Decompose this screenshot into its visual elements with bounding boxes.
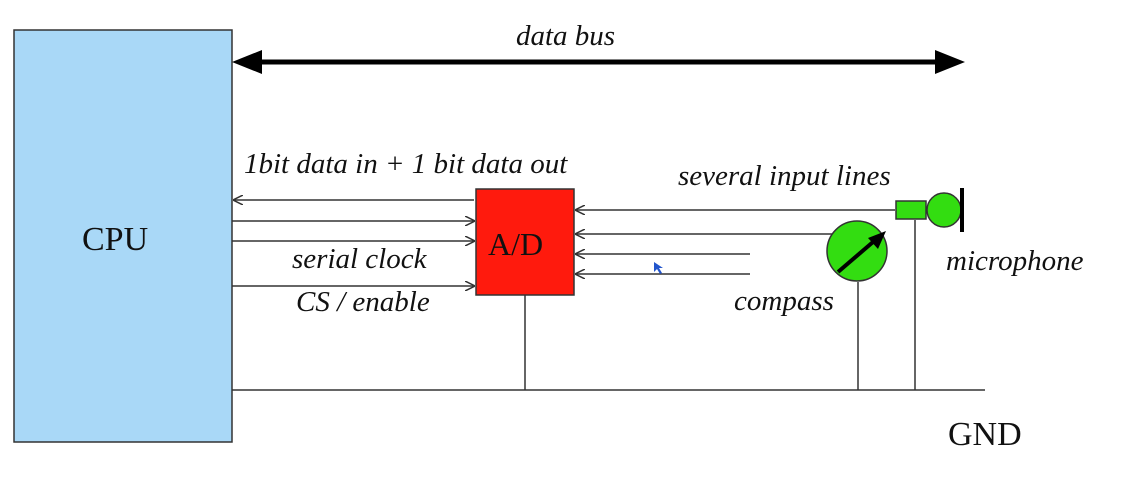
microphone-icon — [895, 188, 964, 232]
cpu-label: CPU — [82, 221, 149, 258]
cpu-block — [13, 29, 233, 443]
serial-clock-label: serial clock — [292, 243, 427, 275]
mouse-cursor-icon — [654, 262, 663, 274]
data-line-label: 1bit data in + 1 bit data out — [244, 148, 568, 180]
input-lines-label: several input lines — [678, 160, 891, 192]
compass-label: compass — [734, 285, 834, 317]
data-bus-arrow — [232, 50, 965, 74]
data-bus-label: data bus — [516, 20, 616, 52]
ad-label: A/D — [488, 226, 544, 262]
gnd-label: GND — [948, 416, 1022, 453]
compass-gauge-icon — [826, 220, 888, 282]
microphone-label: microphone — [946, 245, 1084, 277]
cs-enable-label: CS / enable — [296, 286, 430, 318]
